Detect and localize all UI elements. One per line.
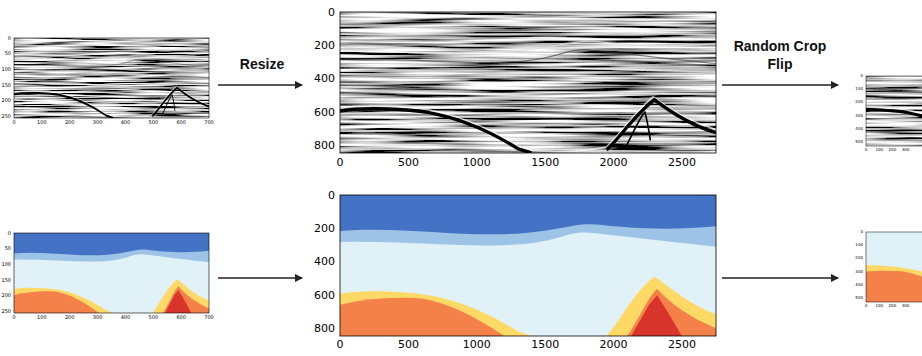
tick-label: 100	[875, 304, 883, 308]
tick-label: 600	[176, 120, 186, 125]
tick-label: 2500	[668, 339, 696, 350]
tick-label: 200	[314, 40, 335, 51]
tick-label: 200	[314, 223, 335, 234]
tick-label: 500	[149, 315, 159, 320]
tick-label: 150	[1, 83, 11, 88]
tick-label: 100	[37, 315, 47, 320]
tick-label: 600	[314, 107, 335, 118]
tick-label: 400	[121, 120, 131, 125]
tick-label: 150	[1, 278, 11, 283]
tick-label: 300	[902, 304, 910, 308]
tick-label: 100	[855, 87, 863, 91]
tick-label: 1500	[531, 339, 559, 350]
tick-label: 800	[314, 323, 335, 334]
tick-label: 500	[398, 339, 419, 350]
seismic-image	[14, 38, 209, 118]
tick-label: 2000	[600, 339, 628, 350]
tick-label: 2500	[668, 157, 696, 168]
tick-label: 50	[5, 51, 11, 56]
tick-label: 1000	[463, 339, 491, 350]
tick-label: 600	[314, 290, 335, 301]
tick-label: 1000	[463, 157, 491, 168]
tick-label: 0	[12, 120, 15, 125]
flow-arrow	[722, 277, 838, 278]
tick-label: 0	[337, 157, 344, 168]
tick-label: 0	[8, 36, 11, 41]
tick-label: 200	[1, 293, 11, 298]
tick-label: 300	[93, 120, 103, 125]
tick-label: 200	[855, 256, 863, 260]
tick-label: 100	[37, 120, 47, 125]
tick-label: 100	[1, 262, 11, 267]
tick-label: 300	[855, 114, 863, 118]
tick-label: 0	[860, 230, 863, 234]
tick-label: 200	[889, 148, 897, 152]
step-label: Random Crop Flip	[730, 38, 830, 73]
flow-arrow	[218, 84, 302, 85]
tick-label: 0	[328, 190, 335, 201]
tick-label: 500	[149, 120, 159, 125]
tick-label: 100	[855, 243, 863, 247]
label-image	[14, 233, 209, 313]
tick-label: 400	[314, 256, 335, 267]
tick-label: 400	[855, 127, 863, 131]
tick-label: 300	[93, 315, 103, 320]
tick-label: 500	[855, 140, 863, 144]
tick-label: 300	[902, 148, 910, 152]
tick-label: 500	[398, 157, 419, 168]
tick-label: 600	[176, 315, 186, 320]
tick-label: 0	[12, 315, 15, 320]
tick-label: 250	[1, 114, 11, 119]
tick-label: 400	[855, 283, 863, 287]
tick-label: 400	[121, 315, 131, 320]
tick-label: 200	[1, 98, 11, 103]
tick-label: 2000	[600, 157, 628, 168]
tick-label: 500	[855, 296, 863, 300]
tick-label: 300	[855, 270, 863, 274]
label-image	[340, 195, 716, 336]
tick-label: 100	[1, 67, 11, 72]
tick-label: 50	[5, 246, 11, 251]
tick-label: 0	[865, 148, 868, 152]
tick-label: 400	[314, 73, 335, 84]
tick-label: 200	[855, 100, 863, 104]
seismic-image	[340, 12, 716, 153]
flow-arrow	[218, 277, 302, 278]
label-crop	[830, 179, 922, 305]
tick-label: 100	[875, 148, 883, 152]
tick-label: 700	[204, 315, 214, 320]
tick-label: 0	[865, 304, 868, 308]
tick-label: 200	[889, 304, 897, 308]
flow-arrow	[722, 84, 838, 85]
tick-label: 0	[337, 339, 344, 350]
tick-label: 0	[860, 74, 863, 78]
tick-label: 800	[314, 140, 335, 151]
seismic-crop	[830, 23, 922, 149]
tick-label: 1500	[531, 157, 559, 168]
step-label: Resize	[217, 56, 307, 74]
tick-label: 700	[204, 120, 214, 125]
tick-label: 0	[8, 231, 11, 236]
tick-label: 200	[65, 120, 75, 125]
tick-label: 200	[65, 315, 75, 320]
tick-label: 250	[1, 309, 11, 314]
tick-label: 0	[328, 7, 335, 18]
